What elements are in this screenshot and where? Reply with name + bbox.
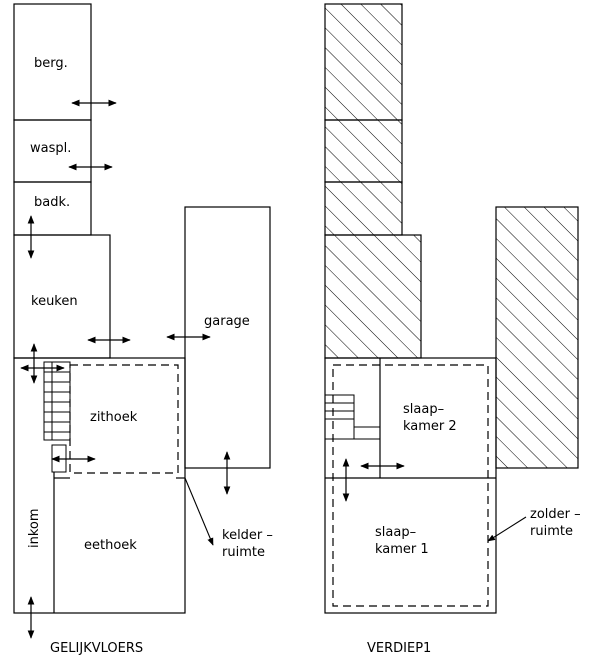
label-berg: berg.: [34, 56, 68, 71]
leader-zolderruimte: [487, 516, 527, 542]
label-keuken: keuken: [31, 294, 78, 309]
caption-gelijkvloers: GELIJKVLOERS: [50, 641, 143, 656]
label-slaapkamer2-line1: slaap–: [403, 402, 444, 417]
ground-floor-plan: berg. waspl. badk. keuken garage zithoek…: [13, 3, 273, 656]
stair-upper: [324, 394, 380, 440]
label-badk: badk.: [34, 195, 70, 210]
label-slaapkamer1-line1: slaap–: [375, 525, 416, 540]
upper-floor-plan: slaap– kamer 2 slaap– kamer 1 zolder – r…: [324, 3, 581, 656]
label-inkom: inkom: [27, 508, 42, 548]
caption-verdiep1: VERDIEP1: [367, 641, 431, 656]
label-zithoek: zithoek: [90, 410, 138, 425]
label-kelder-line2: ruimte: [222, 545, 265, 560]
hatched-zone-badk: [324, 181, 403, 236]
hatched-zone-waspl: [324, 119, 403, 183]
label-garage: garage: [204, 314, 250, 329]
label-zolder-line2: ruimte: [530, 524, 573, 539]
leader-kelderruimte: [184, 477, 214, 546]
label-eethoek: eethoek: [84, 538, 137, 553]
label-slaapkamer2-line2: kamer 2: [403, 419, 457, 434]
hatched-zone-keuken: [324, 234, 422, 359]
label-waspl: waspl.: [30, 141, 71, 156]
upper-floor-body: [324, 357, 497, 614]
stair-ground: [43, 361, 71, 473]
label-zolder-line1: zolder –: [530, 507, 581, 522]
hatched-zone-garage: [495, 206, 579, 469]
room-main-body: [13, 357, 186, 614]
label-kelder-line1: kelder –: [222, 528, 273, 543]
label-slaapkamer1-line2: kamer 1: [375, 542, 429, 557]
dashed-outline-upper: [332, 364, 489, 607]
hatched-zone-berg: [324, 3, 403, 121]
